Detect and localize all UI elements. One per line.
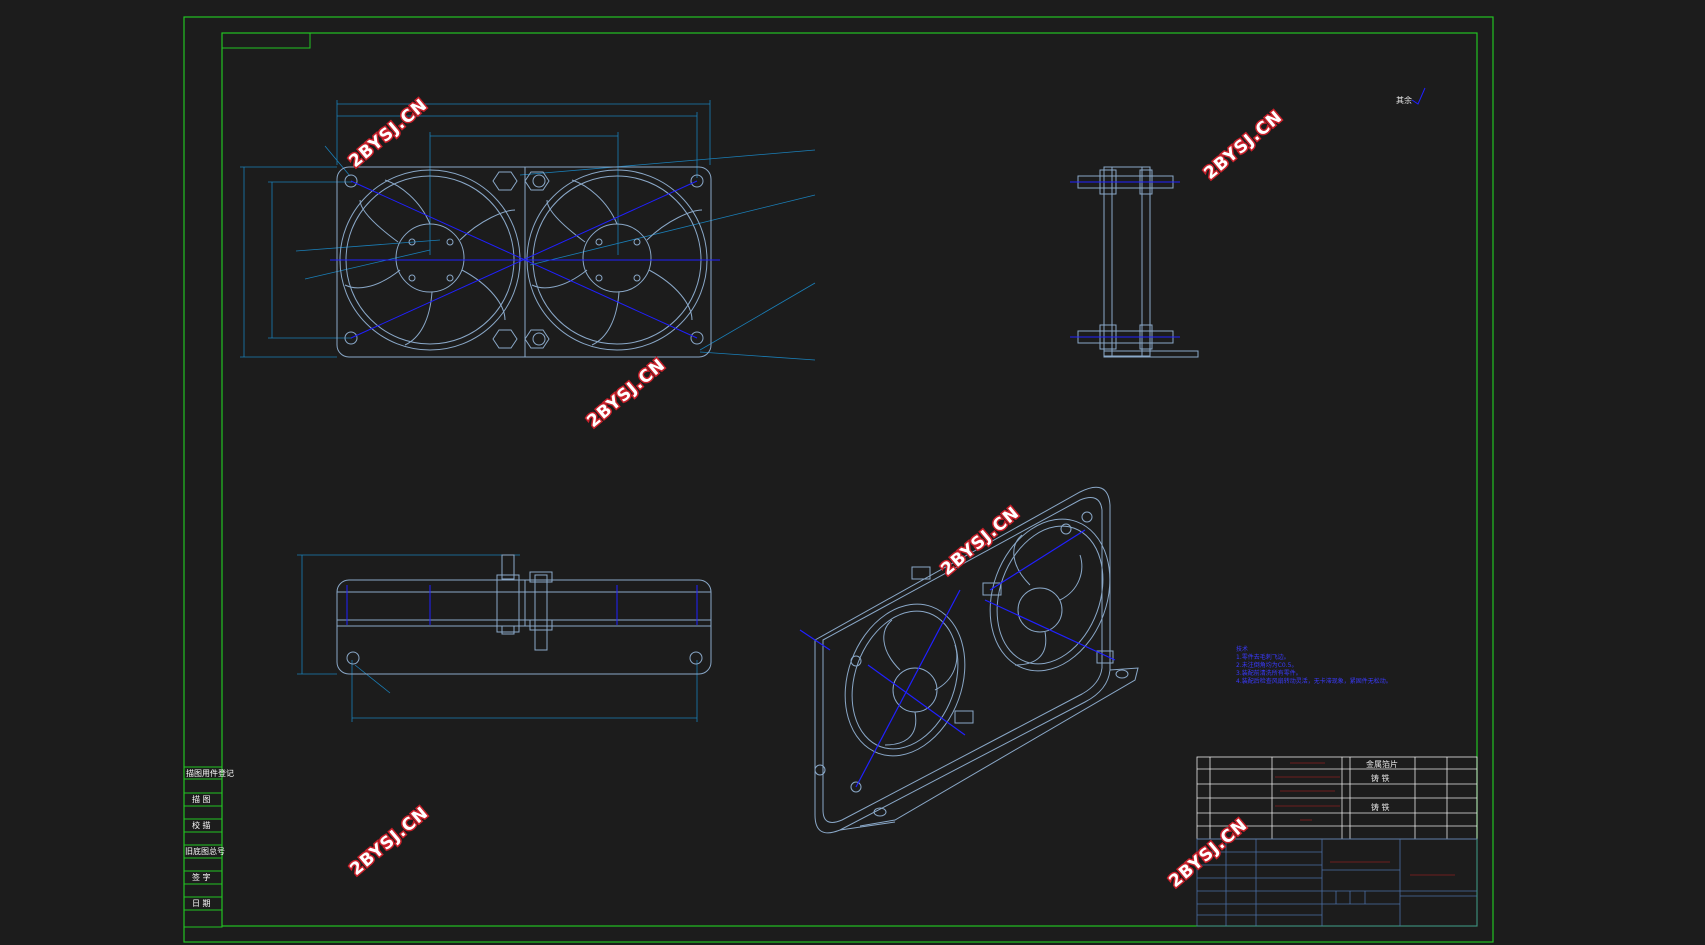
side-view[interactable]	[1070, 166, 1199, 358]
note-line-1: 1.零件去毛刺飞边。	[1236, 653, 1290, 661]
side-label-3: 旧底图总号	[185, 846, 225, 856]
watermark-1: 2BYSJ.CN	[345, 95, 431, 172]
isometric-view[interactable]	[799, 486, 1139, 834]
outer-border	[183, 16, 1494, 943]
drawing-number-box	[221, 32, 311, 49]
watermark-5: 2BYSJ.CN	[346, 803, 432, 880]
note-line-3: 3.装配前清洗所有零件。	[1236, 669, 1302, 677]
watermark-4: 2BYSJ.CN	[937, 503, 1023, 580]
side-record-table: 描图用件登记 描 图 校 描 旧底图总号 签 字 日 期	[183, 766, 234, 928]
notes-title: 技术	[1236, 645, 1248, 653]
watermark-6: 2BYSJ.CN	[1165, 815, 1251, 892]
note-line-2: 2.未注倒角均为C0.5。	[1236, 661, 1297, 669]
side-label-0: 描图用件登记	[186, 768, 234, 778]
side-label-5: 日 期	[192, 899, 211, 908]
watermark-3: 2BYSJ.CN	[583, 355, 669, 432]
note-line-4: 4.装配后检查风扇转动灵活，无卡滞现象，紧固件无松动。	[1236, 677, 1392, 685]
side-label-1: 描 图	[192, 794, 211, 804]
part-material-1: 金属箔片	[1366, 759, 1398, 769]
roughness-mark: 其余	[1396, 87, 1426, 105]
title-block[interactable]	[1196, 756, 1478, 927]
part-material-4: 铸 铁	[1371, 802, 1390, 812]
technical-notes: 技术 1.零件去毛刺飞边。 2.未注倒角均为C0.5。 3.装配前清洗所有零件。…	[1236, 645, 1392, 685]
top-view[interactable]	[297, 554, 712, 722]
side-label-4: 签 字	[192, 872, 211, 882]
side-label-2: 校 描	[192, 820, 211, 830]
watermark-2: 2BYSJ.CN	[1200, 107, 1286, 184]
inner-border	[221, 32, 1478, 927]
roughness-label: 其余	[1396, 95, 1412, 105]
part-material-2: 铸 铁	[1371, 773, 1390, 783]
front-view[interactable]	[240, 100, 816, 361]
